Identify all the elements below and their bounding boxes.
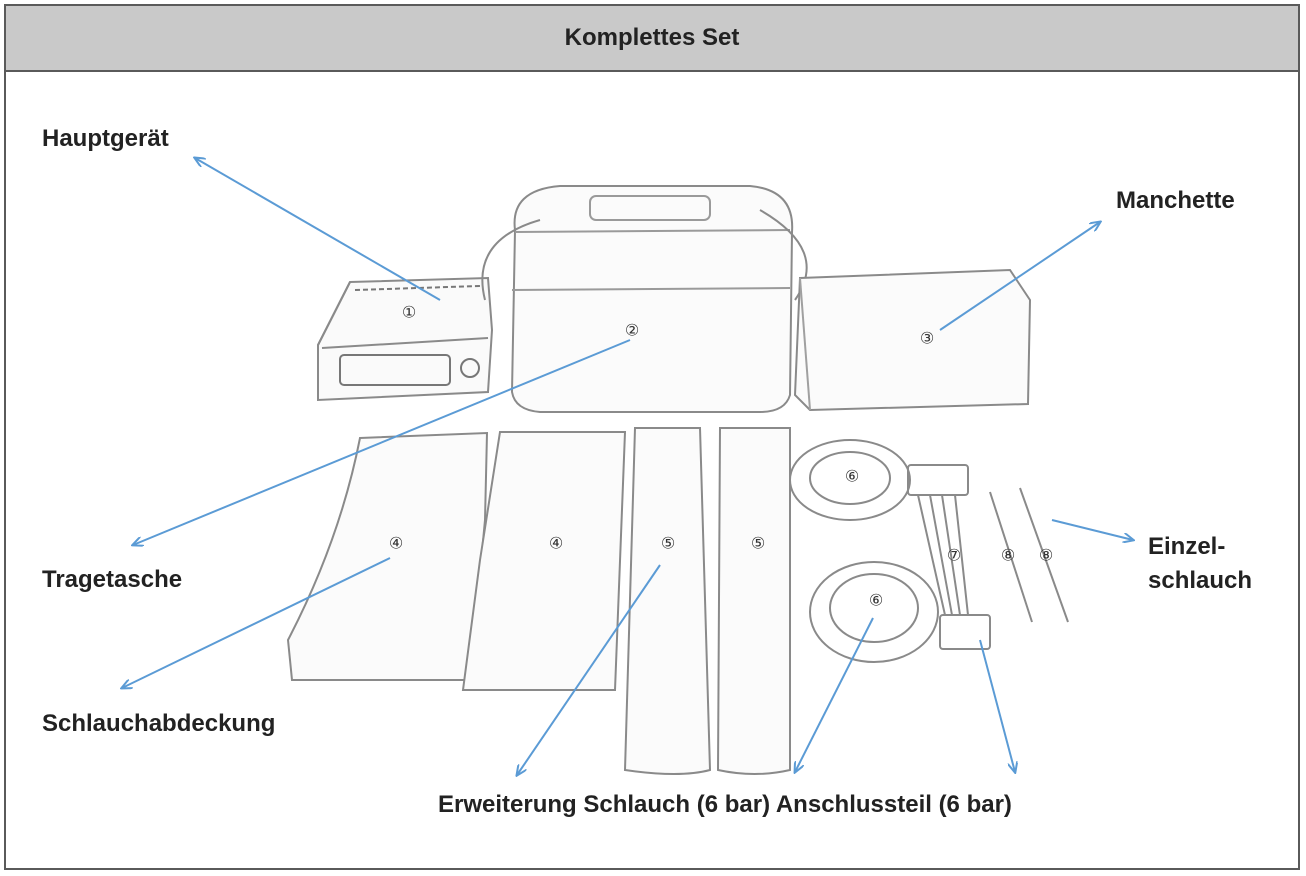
main-device-sketch: [317, 276, 494, 402]
marker-5b: ⑤: [751, 534, 765, 553]
connector-sketch: [907, 464, 991, 650]
label-hauptgeraet: Hauptgerät: [42, 125, 169, 152]
label-tragetasche: Tragetasche: [42, 566, 183, 593]
marker-4a: ④: [389, 534, 403, 553]
marker-1: ①: [402, 303, 416, 322]
arrow-manchette: [939, 222, 1100, 331]
arrow-hauptgeraet: [195, 158, 441, 301]
marker-7: ⑦: [947, 546, 961, 565]
item-markers: ① ② ③ ④ ④ ⑤ ⑤ ⑥ ⑥ ⑦ ⑧ ⑧: [389, 303, 1053, 610]
arrow-schlauch: [795, 617, 874, 772]
marker-3: ③: [920, 329, 934, 348]
arrow-einzelschlauch: [1051, 519, 1133, 540]
carry-bag-sketch: [481, 185, 808, 413]
cuff-sketch: [793, 268, 1032, 412]
label-einzelschlauch-line2: schlauch: [1148, 567, 1253, 594]
marker-5a: ⑤: [661, 534, 675, 553]
hose-coil-sketch: [789, 439, 939, 663]
marker-6a: ⑥: [845, 467, 859, 486]
callout-arrows: [122, 158, 1133, 775]
header-bar: Komplettes Set: [6, 6, 1298, 72]
marker-4b: ④: [549, 534, 563, 553]
label-manchette: Manchette: [1116, 187, 1235, 214]
arrow-tragetasche: [133, 339, 631, 545]
header-title: Komplettes Set: [564, 24, 740, 51]
extension-hose-sketch: [623, 427, 791, 775]
hose-cover-sketch: [286, 431, 627, 691]
label-bottom-parts: Erweiterung Schlauch (6 bar) Anschlusste…: [438, 791, 1012, 818]
label-schlauchabdeckung: Schlauchabdeckung: [42, 710, 276, 737]
marker-8b: ⑧: [1039, 546, 1053, 565]
arrow-anschlussteil: [979, 639, 1015, 772]
single-tube-sketch: [989, 487, 1069, 623]
marker-2: ②: [625, 321, 639, 340]
arrow-schlauchabdeckung: [122, 557, 391, 688]
arrow-erweiterung: [517, 564, 661, 775]
marker-6b: ⑥: [869, 591, 883, 610]
marker-8a: ⑧: [1001, 546, 1015, 565]
label-einzelschlauch-line1: Einzel-: [1148, 533, 1226, 560]
